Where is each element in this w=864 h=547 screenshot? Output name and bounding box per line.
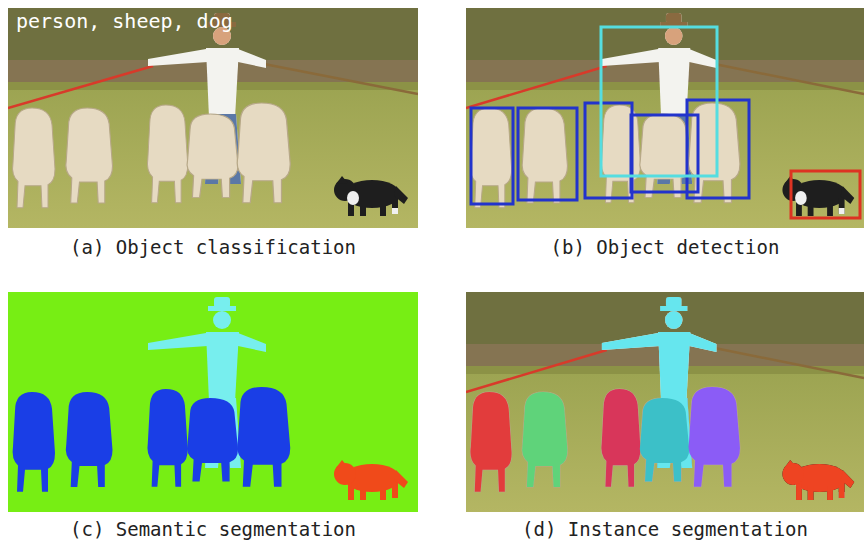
photo-panel <box>8 8 418 228</box>
panel-caption: (d) Instance segmentation <box>466 518 864 541</box>
panel-caption: (b) Object detection <box>466 236 864 259</box>
bounding-boxes <box>471 27 860 218</box>
panel-caption: (c) Semantic segmentation <box>8 518 418 541</box>
instance-mask <box>466 292 864 512</box>
semantic-mask <box>8 292 418 512</box>
image-tag: person, sheep, dog <box>16 9 233 33</box>
panel-caption: (a) Object classification <box>8 236 418 259</box>
photo-panel <box>466 8 864 228</box>
